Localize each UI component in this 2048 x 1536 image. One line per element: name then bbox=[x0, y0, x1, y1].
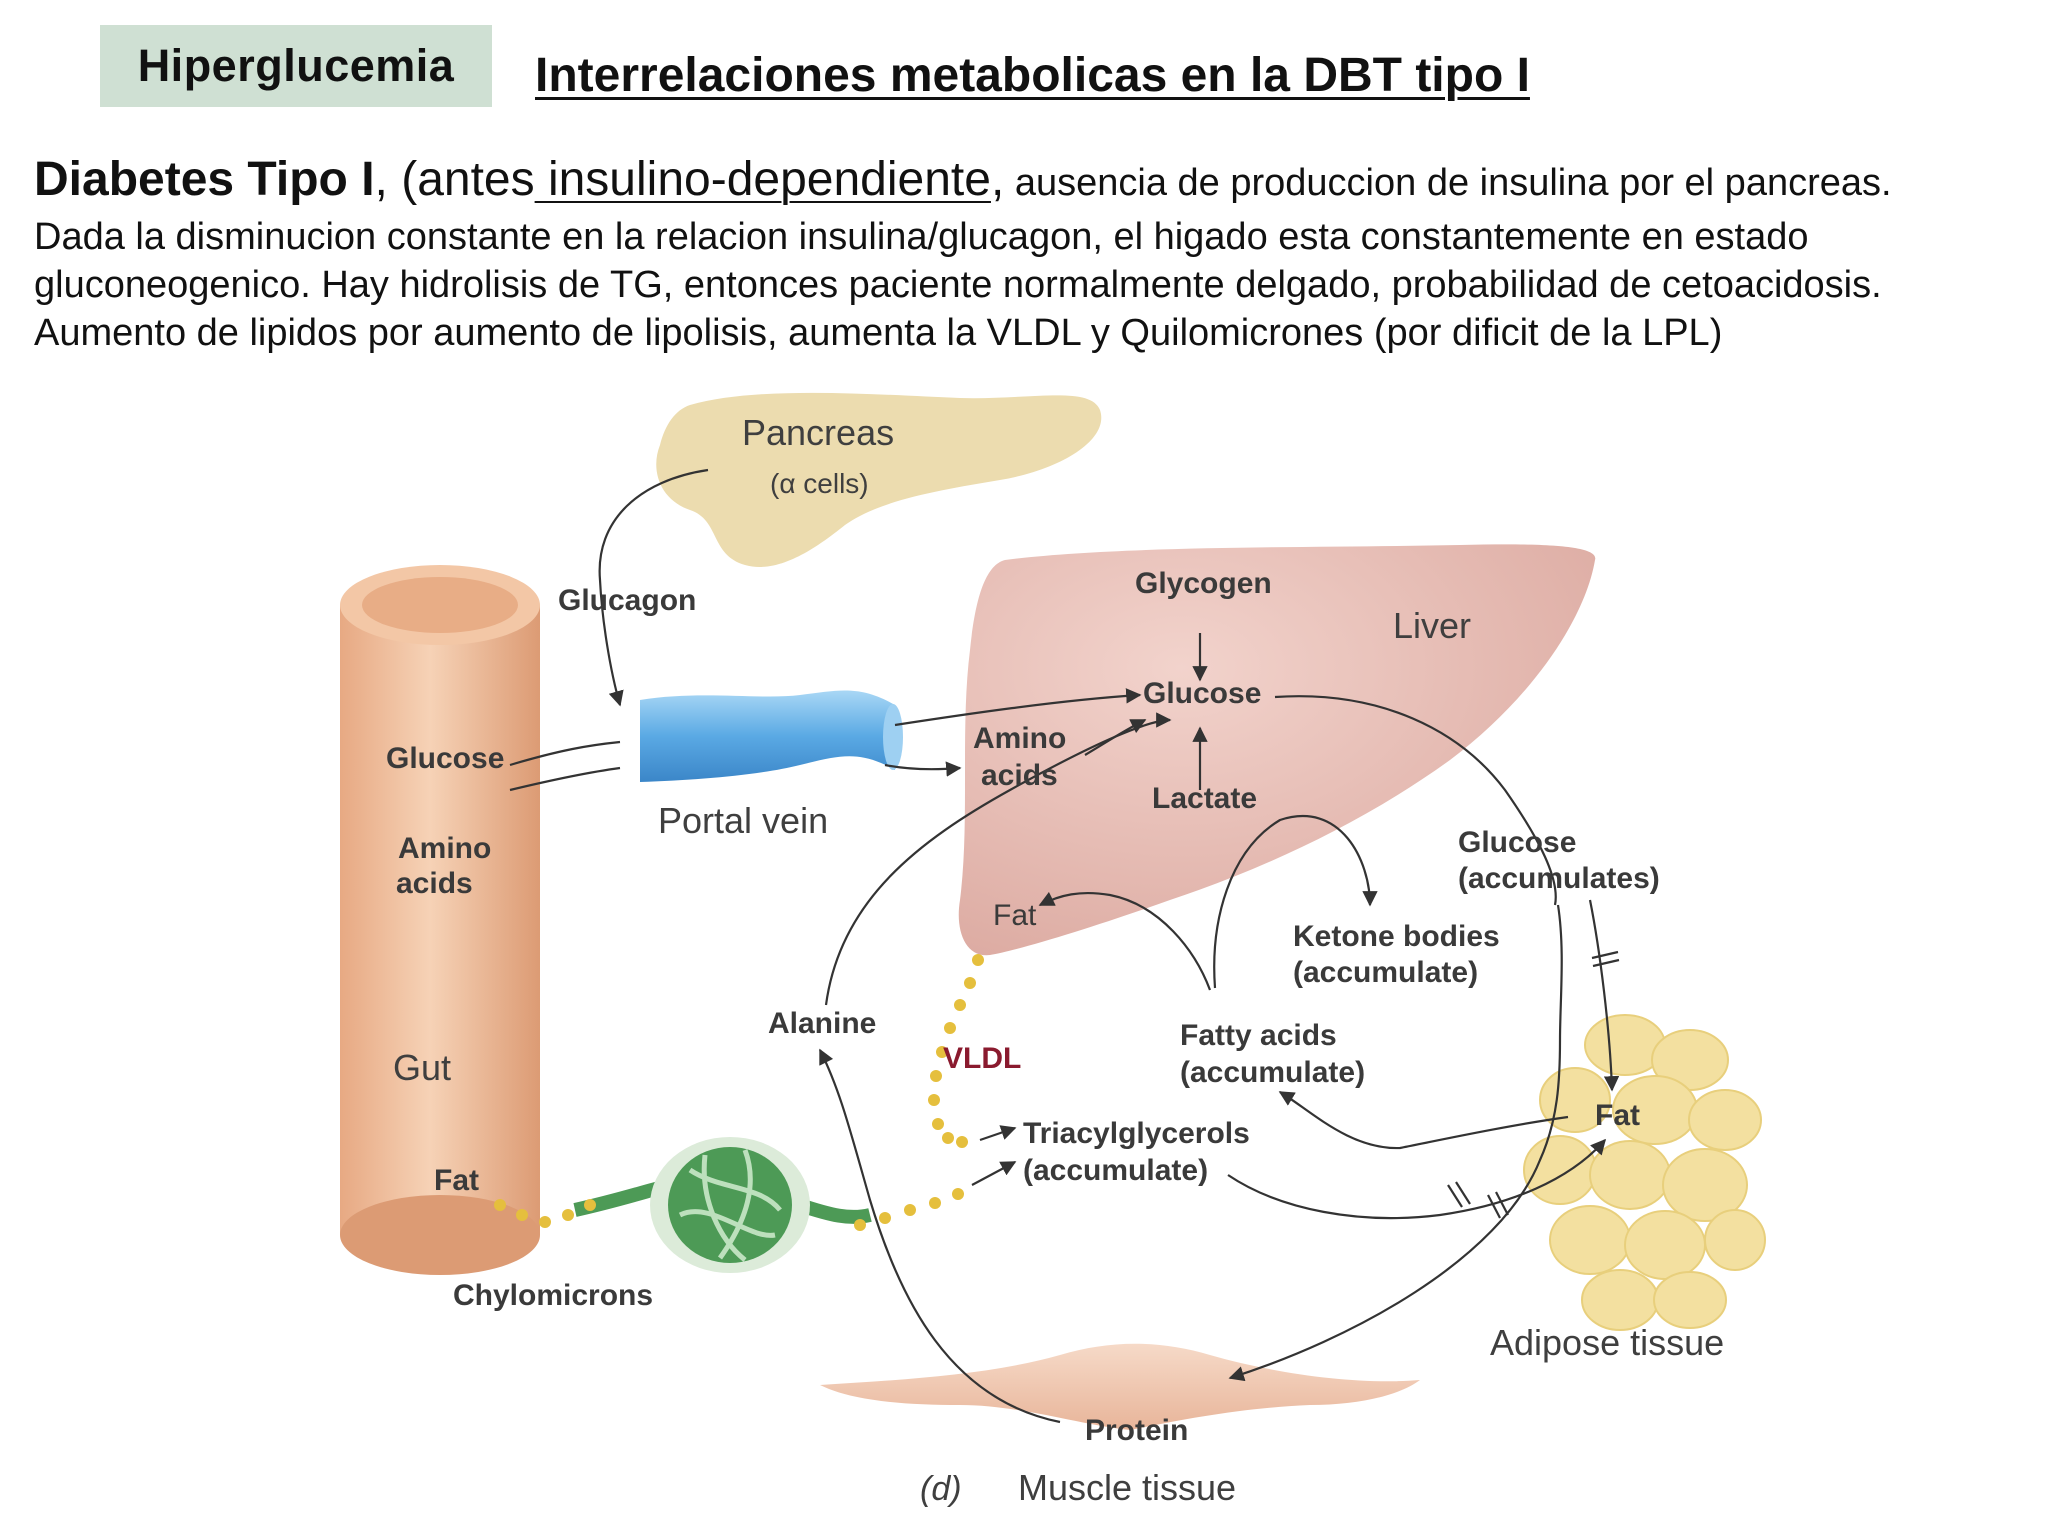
slide-title: Interrelaciones metabolicas en la DBT ti… bbox=[535, 49, 1530, 102]
protein-label: Protein bbox=[1085, 1414, 1188, 1447]
intro-line-2: Dada la disminucion constante en la rela… bbox=[34, 216, 1809, 258]
triacylglycerols-label-2: (accumulate) bbox=[1023, 1154, 1208, 1187]
adipose-tissue-label: Adipose tissue bbox=[1490, 1322, 1724, 1363]
glucose-accumulates-label-2: (accumulates) bbox=[1458, 862, 1660, 895]
liver-shape bbox=[958, 544, 1596, 956]
lymph-node bbox=[573, 1137, 872, 1273]
pancreas-label: Pancreas bbox=[742, 412, 894, 453]
triacylglycerols-label-1: Triacylglycerols bbox=[1023, 1117, 1250, 1150]
intro-first-line: Diabetes Tipo I, (antes insulino-dependi… bbox=[34, 150, 2034, 213]
portal-vein-label: Portal vein bbox=[658, 800, 828, 841]
intro-paragraph: Diabetes Tipo I, (antes insulino-dependi… bbox=[34, 150, 2034, 357]
liver-label: Liver bbox=[1393, 605, 1471, 646]
intro-line-4: Aumento de lipidos por aumento de lipoli… bbox=[34, 312, 1723, 354]
ketone-bodies-label-1: Ketone bodies bbox=[1293, 920, 1500, 953]
glycogen-label: Glycogen bbox=[1135, 567, 1272, 600]
pancreas-shape bbox=[656, 392, 1102, 567]
vldl-label: VLDL bbox=[943, 1042, 1021, 1075]
gut-tube bbox=[340, 565, 540, 1275]
adipose-fat-label: Fat bbox=[1595, 1099, 1640, 1132]
liver-amino-acids-label-1: Amino bbox=[973, 722, 1066, 755]
lactate-label: Lactate bbox=[1152, 782, 1257, 815]
fatty-acids-label-1: Fatty acids bbox=[1180, 1019, 1337, 1052]
gut-label: Gut bbox=[393, 1047, 451, 1088]
connector-arrows bbox=[509, 468, 1620, 1424]
alanine-label: Alanine bbox=[768, 1007, 876, 1040]
intro-bold: Diabetes Tipo I bbox=[34, 153, 375, 206]
fatty-acids-label-2: (accumulate) bbox=[1180, 1056, 1365, 1089]
chylomicron-dots bbox=[494, 1188, 964, 1231]
intro-small: ausencia de produccion de insulina por e… bbox=[1004, 162, 1892, 204]
ketone-bodies-label-2: (accumulate) bbox=[1293, 956, 1478, 989]
intro-underlined: insulino-dependiente bbox=[534, 153, 991, 206]
muscle-tissue-label: Muscle tissue bbox=[1018, 1467, 1236, 1508]
intro-plain-2: , bbox=[990, 153, 1005, 206]
block-markers bbox=[1447, 950, 1620, 1219]
panel-label: (d) bbox=[920, 1470, 962, 1508]
glucose-accumulates-label-1: Glucose bbox=[1458, 826, 1576, 859]
gut-glucose-label: Glucose bbox=[386, 742, 504, 775]
intro-plain-1: , (antes bbox=[374, 153, 535, 206]
gut-amino-acids-label-2: acids bbox=[396, 867, 473, 900]
gut-amino-acids-label-1: Amino bbox=[398, 832, 491, 865]
muscle-shape bbox=[820, 1343, 1420, 1430]
liver-glucose-label: Glucose bbox=[1143, 677, 1261, 710]
vldl-dots bbox=[928, 954, 984, 1148]
portal-vein-shape bbox=[640, 690, 895, 782]
liver-fat-label: Fat bbox=[993, 899, 1037, 932]
topic-tag: Hiperglucemia bbox=[100, 25, 492, 107]
intro-line-3: gluconeogenico. Hay hidrolisis de TG, en… bbox=[34, 264, 1882, 306]
liver-amino-acids-label-2: acids bbox=[981, 759, 1058, 792]
glucagon-label: Glucagon bbox=[558, 584, 696, 617]
alpha-cells-label: (α cells) bbox=[770, 468, 869, 499]
gut-fat-label: Fat bbox=[434, 1164, 479, 1197]
chylomicrons-label: Chylomicrons bbox=[453, 1279, 653, 1312]
